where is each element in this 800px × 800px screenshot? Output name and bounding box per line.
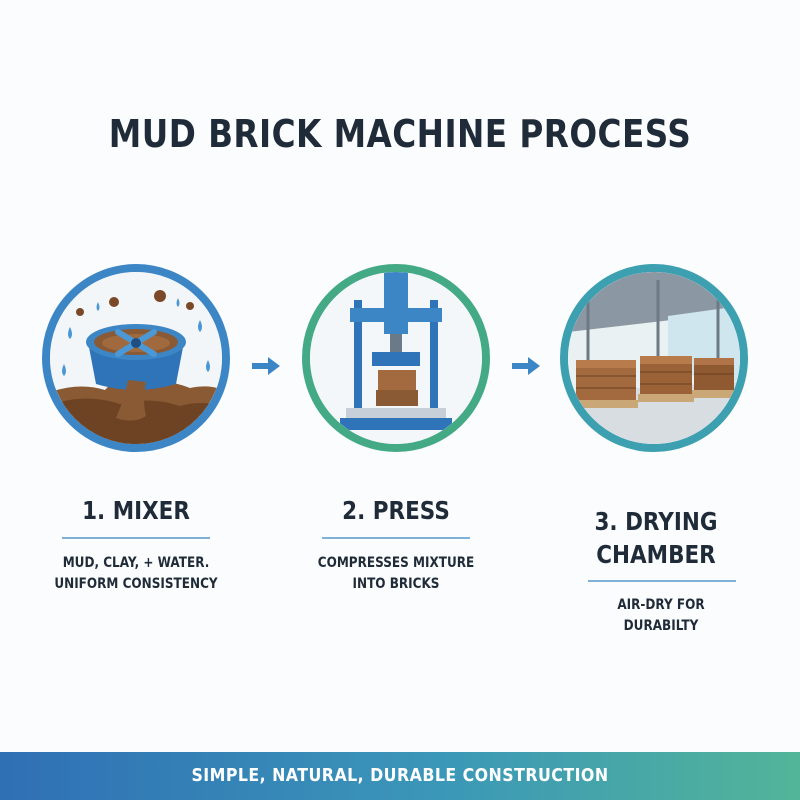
press-icon: [310, 272, 482, 444]
mixer-illustration: [42, 264, 230, 452]
description-line: MUD, CLAY, + WATER.: [62, 555, 210, 571]
divider: [322, 537, 470, 539]
description-line: UNIFORM CONSISTENCY: [54, 576, 218, 592]
description-line: AIR-DRY FOR: [617, 597, 705, 613]
step-title-mixer: 1. MIXER: [82, 496, 190, 525]
description-line: COMPRESSES MIXTURE: [317, 555, 475, 571]
arrow-right-icon: [252, 357, 280, 375]
step-title-drying-chamber: 3. DRYING CHAMBER: [561, 505, 750, 571]
flow-arrow: [252, 355, 280, 381]
step-description-drying-chamber: AIR-DRY FOR DURABILTY: [571, 595, 752, 637]
description-line: INTO BRICKS: [352, 576, 440, 592]
footer-text: SIMPLE, NATURAL, DURABLE CONSTRUCTION: [191, 765, 609, 786]
drying-chamber-icon: [568, 272, 740, 444]
description-line: DURABILTY: [623, 618, 699, 634]
step-title-line: CHAMBER: [596, 540, 716, 569]
footer-banner: SIMPLE, NATURAL, DURABLE CONSTRUCTION: [0, 752, 800, 800]
page-title: MUD BRICK MACHINE PROCESS: [108, 112, 692, 156]
drying-chamber-illustration: [560, 264, 748, 452]
divider: [62, 537, 210, 539]
step-description-press: COMPRESSES MIXTURE INTO BRICKS: [301, 553, 490, 595]
step-title-line: 3. DRYING: [594, 507, 718, 536]
step-description-mixer: MUD, CLAY, + WATER. UNIFORM CONSISTENCY: [41, 553, 230, 595]
arrow-right-icon: [512, 357, 540, 375]
divider: [588, 580, 736, 582]
step-title-press: 2. PRESS: [342, 496, 450, 525]
mixer-icon: [50, 272, 222, 444]
press-illustration: [302, 264, 490, 452]
flow-arrow: [512, 355, 540, 381]
